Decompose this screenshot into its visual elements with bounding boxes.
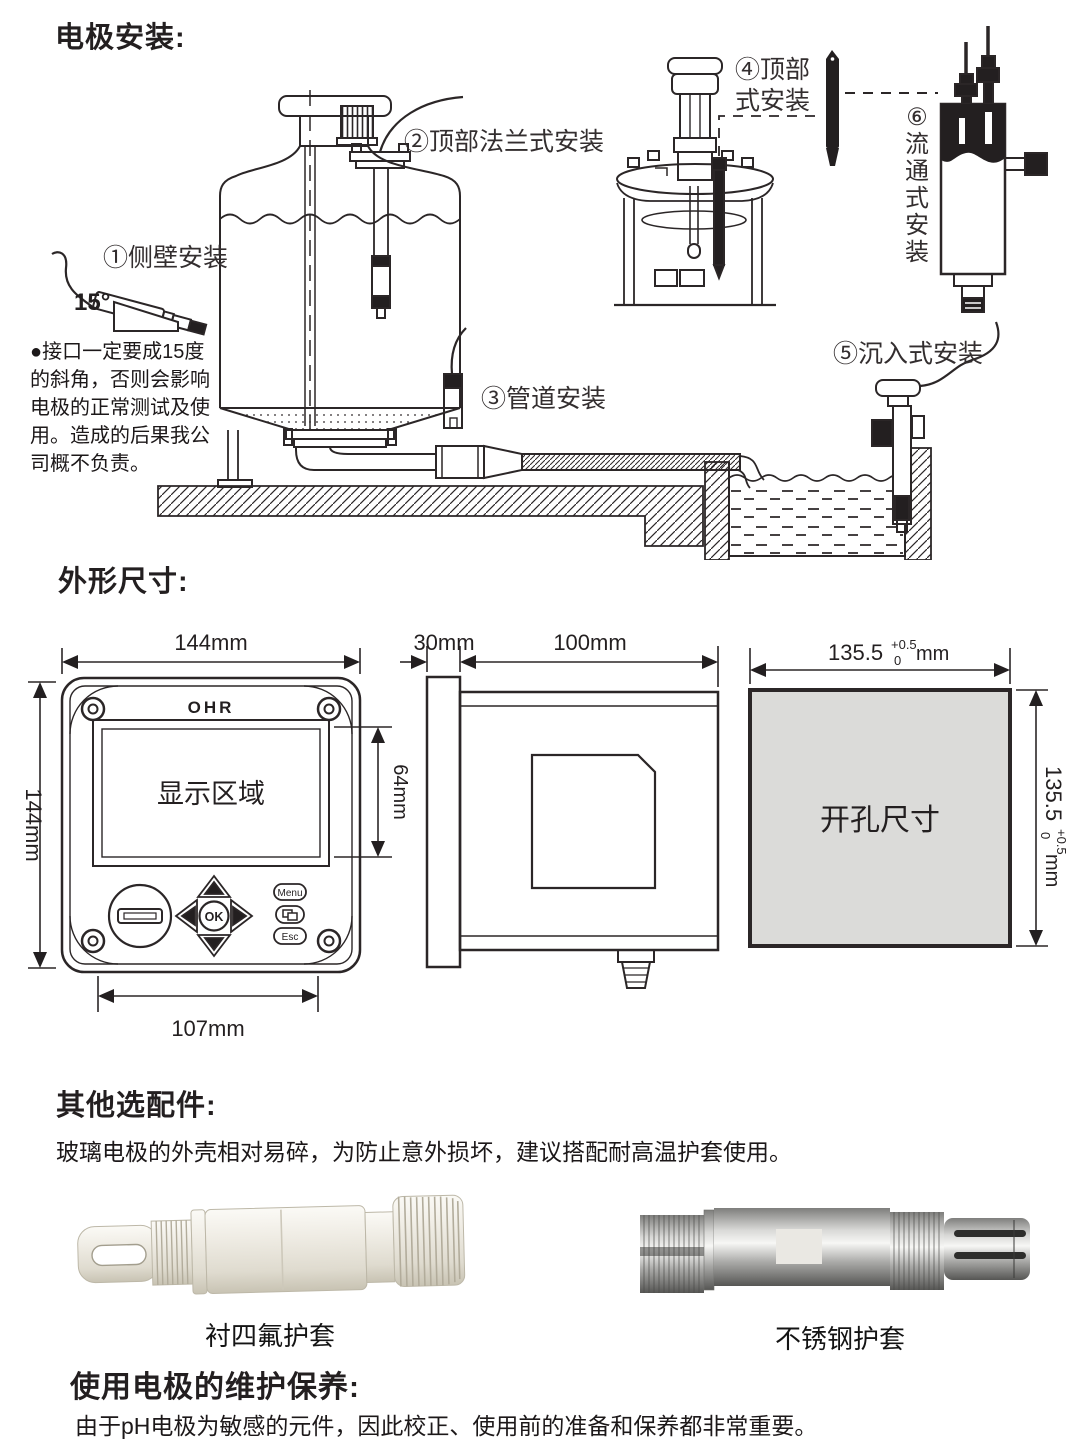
esc-button: Esc <box>273 927 307 945</box>
accessories-photos <box>77 1194 1030 1295</box>
dim-width-label: 144mm <box>174 630 247 655</box>
sump-diagram <box>704 321 1000 560</box>
esc-button-label: Esc <box>282 932 299 943</box>
cutout-height-unit: mm <box>1041 854 1063 887</box>
front-knob <box>107 883 173 949</box>
display-area-label: 显示区域 <box>157 779 265 810</box>
cutout-label: 开孔尺寸 <box>820 803 940 838</box>
dim-height-label: 144mm <box>21 788 46 861</box>
steel-sleeve-caption: 不锈钢护套 <box>774 1324 905 1354</box>
cutout-height-value: 135.5 <box>1041 766 1066 821</box>
dim-depth-label: 100mm <box>553 630 626 655</box>
front-dimensions: 144mm 144mm 64mm 107mm <box>21 630 411 1041</box>
cutout-width-tol-plus: +0.5 <box>891 637 917 652</box>
maintenance-title: 使用电极的维护保养: <box>70 1371 360 1404</box>
dimensions-drawing: OHR 显示区域 OK Menu <box>21 630 1069 1041</box>
ptfe-sleeve-caption: 衬四氟护套 <box>204 1321 335 1351</box>
screen-switch-button <box>275 905 305 924</box>
steel-sleeve-photo <box>640 1208 1030 1293</box>
installation-diagram <box>51 26 1048 560</box>
arrow-keys: OK <box>174 874 254 958</box>
tank-diagram <box>51 90 464 488</box>
ok-button <box>198 900 230 932</box>
label-flow-through-install: ⑥ 流 通 式 安 装 <box>905 103 929 266</box>
installation-title: 电极安装: <box>55 22 186 54</box>
dim-bezel-label: 30mm <box>413 630 474 655</box>
maintenance-description: 由于pH电极为敏感的元件，因此校正、使用前的准备和保养都非常重要。 <box>75 1413 818 1439</box>
agitator-diagram <box>614 57 822 307</box>
label-side-wall-install: ①侧壁安装 <box>103 243 229 272</box>
cutout-view: 开孔尺寸 <box>748 688 1012 948</box>
installation-note: ●接口一定要成15度 的斜角，否则会影响 电极的正常测试及使 用。造成的后果我公… <box>30 341 210 475</box>
pipeline-diagram <box>157 327 741 547</box>
cutout-width-tol-minus: 0 <box>894 653 901 668</box>
front-view: OHR 显示区域 OK Menu <box>60 676 362 974</box>
cutout-width-value: 135.5 <box>828 640 883 665</box>
label-top-mount-install: ④顶部 式安装 <box>735 55 811 115</box>
flow-cell-diagram <box>939 26 1048 313</box>
label-submerged-install: ⑤沉入式安装 <box>833 339 984 368</box>
label-angle-15deg: 15° <box>74 289 111 316</box>
cutout-dimensions: 135.5 +0.5 0 mm 135.5 +0.5 0 mm <box>749 637 1069 947</box>
dim-bottom-width-label: 107mm <box>171 1016 244 1041</box>
menu-button-label: Menu <box>277 888 302 899</box>
cutout-height-tol-plus: +0.5 <box>1054 829 1069 855</box>
ptfe-sleeve-photo <box>77 1194 466 1295</box>
cutout-width-unit: mm <box>916 643 949 665</box>
accessories-description: 玻璃电极的外壳相对易碎，为防止意外损坏，建议搭配耐高温护套使用。 <box>56 1139 792 1165</box>
menu-button: Menu <box>273 883 307 901</box>
ok-button-label: OK <box>205 910 224 924</box>
brand-logo: OHR <box>188 698 235 717</box>
electrode-icon <box>826 50 938 166</box>
side-dimensions: 30mm 100mm <box>400 630 719 687</box>
accessories-title: 其他选配件: <box>56 1090 217 1122</box>
side-view <box>425 675 720 989</box>
cutout-height-tol-minus: 0 <box>1038 832 1053 839</box>
label-pipeline-install: ③管道安装 <box>481 384 607 413</box>
dim-display-height-label: 64mm <box>389 764 411 820</box>
label-top-flange-install: ②顶部法兰式安装 <box>404 127 605 156</box>
dimensions-title: 外形尺寸: <box>58 566 189 598</box>
